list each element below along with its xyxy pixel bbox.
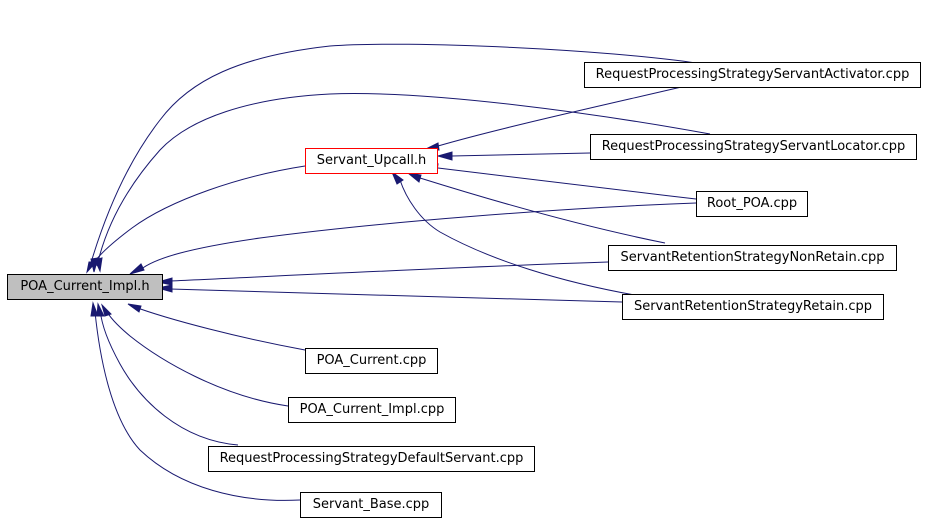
arrowhead [157, 284, 173, 293]
edge-rps-default-servant-to-poa-current-impl [99, 309, 239, 446]
edge-srs-non-retain-to-poa-current-impl [169, 261, 609, 282]
edge-rps-servant-locator-to-poa-current-impl [96, 93, 711, 267]
edge-servant-base-to-poa-current-impl [94, 311, 301, 501]
edge-rps-servant-activator-to-poa-current-impl [89, 43, 697, 267]
edge-poa-current-impl-cpp-to-poa-current-impl [105, 309, 289, 407]
node-root-poa-cpp[interactable]: Root_POA.cpp [696, 191, 808, 217]
arrowhead [129, 263, 145, 275]
arrowhead [127, 303, 142, 313]
edge-rps-servant-locator-to-servant-upcall [451, 152, 591, 157]
node-servant-upcall-h[interactable]: Servant_Upcall.h [305, 148, 438, 174]
edge-poa-current-cpp-to-poa-current-impl [131, 305, 306, 351]
node-srs-retain-cpp[interactable]: ServantRetentionStrategyRetain.cpp [622, 294, 884, 320]
edge-srs-retain-to-poa-current-impl [169, 288, 623, 303]
edge-rps-servant-activator-to-servant-upcall [437, 84, 691, 147]
node-servant-base-cpp[interactable]: Servant_Base.cpp [300, 492, 442, 518]
node-rps-servant-activator-cpp[interactable]: RequestProcessingStrategyServantActivato… [584, 62, 921, 88]
node-srs-non-retain-cpp[interactable]: ServantRetentionStrategyNonRetain.cpp [608, 245, 897, 271]
edge-root-poa-to-servant-upcall [437, 167, 697, 200]
edge-srs-retain-to-servant-upcall [399, 179, 641, 297]
arrowhead [436, 151, 453, 161]
node-poa-current-impl-cpp[interactable]: POA_Current_Impl.cpp [288, 397, 456, 423]
node-rps-default-servant-cpp[interactable]: RequestProcessingStrategyDefaultServant.… [208, 446, 535, 472]
edge-root-poa-to-poa-current-impl [139, 202, 697, 271]
node-rps-servant-locator-cpp[interactable]: RequestProcessingStrategyServantLocator.… [590, 134, 917, 160]
arrowhead [390, 170, 404, 185]
arrowhead [94, 257, 103, 273]
arrowhead [96, 302, 105, 317]
arrowhead [406, 172, 422, 183]
arrowhead [90, 301, 99, 317]
edge-servant-upcall-to-poa-current-impl [91, 165, 306, 267]
node-poa-current-impl-h: POA_Current_Impl.h [7, 274, 163, 300]
arrowhead [101, 303, 112, 317]
arrowhead [157, 277, 173, 286]
node-poa-current-cpp[interactable]: POA_Current.cpp [305, 348, 438, 374]
edge-srs-non-retain-to-servant-upcall [419, 177, 666, 244]
graph-edges [89, 43, 711, 501]
